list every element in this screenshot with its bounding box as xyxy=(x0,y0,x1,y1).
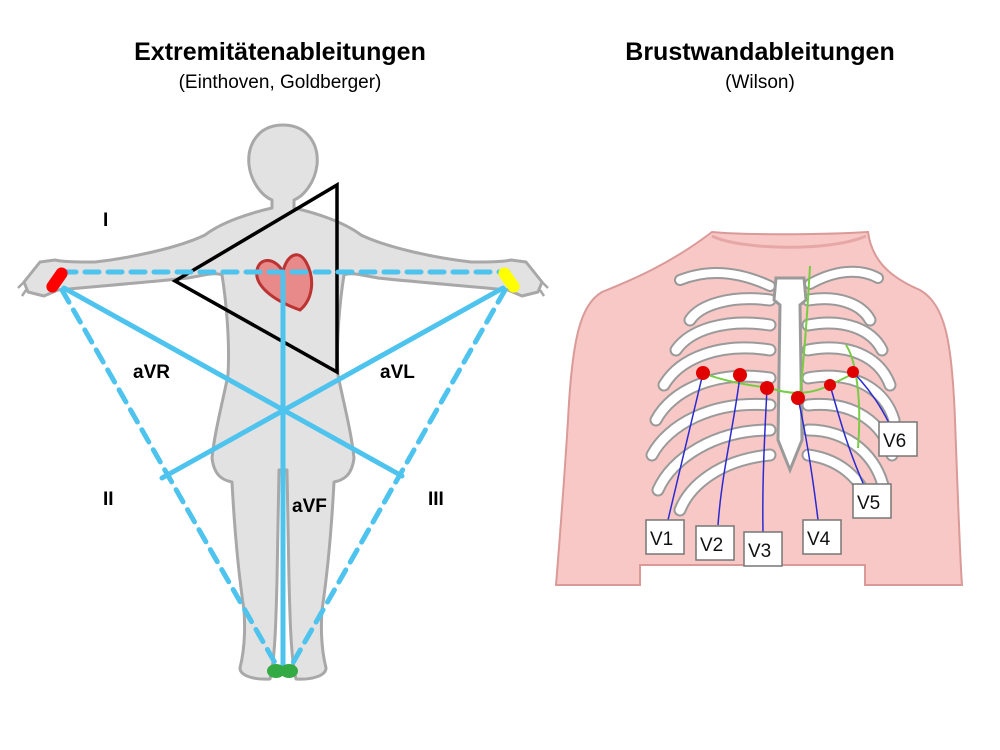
limb-leads-subtitle: (Einthoven, Goldberger) xyxy=(178,72,382,93)
limb-electrodes xyxy=(46,267,520,678)
chest-leads-title: Brustwandableitungen xyxy=(625,38,895,66)
limb-lead-lines xyxy=(59,269,511,671)
chest-electrodes xyxy=(696,366,859,405)
label-v5: V5 xyxy=(857,493,880,514)
sternum xyxy=(772,276,808,475)
electrode-v1 xyxy=(696,366,710,380)
label-v4: V4 xyxy=(807,529,831,550)
lead-label-II: II xyxy=(103,489,114,510)
chest-lead-labels: V1 V2 V3 V4 V5 V6 xyxy=(645,421,918,567)
right-arm-electrode xyxy=(46,267,68,293)
electrode-v2 xyxy=(733,368,747,382)
electrode-v5 xyxy=(824,379,836,391)
leg-electrode-right xyxy=(280,664,298,678)
leg-electrode-left xyxy=(267,664,285,678)
electrode-v3 xyxy=(760,381,774,395)
label-v1: V1 xyxy=(650,529,673,550)
chest-leads-subtitle: (Wilson) xyxy=(725,72,795,93)
limb-leads-title: Extremitätenableitungen xyxy=(134,38,426,66)
lead-label-III: III xyxy=(428,489,444,510)
electrode-v6 xyxy=(847,366,859,378)
chest-lead-wires xyxy=(667,371,891,533)
left-arm-electrode xyxy=(498,267,520,293)
electrode-v4 xyxy=(791,391,805,405)
lead-label-I: I xyxy=(103,210,108,231)
lead-label-aVF: aVF xyxy=(292,496,327,517)
einthoven-triangle xyxy=(171,181,339,375)
label-v2: V2 xyxy=(700,535,723,556)
label-v6: V6 xyxy=(883,431,906,452)
label-v3: V3 xyxy=(748,541,771,562)
lead-label-aVR: aVR xyxy=(133,362,170,383)
chest-illustration: V1 V2 V3 V4 V5 V6 xyxy=(554,230,964,586)
lead-label-aVL: aVL xyxy=(380,362,415,383)
